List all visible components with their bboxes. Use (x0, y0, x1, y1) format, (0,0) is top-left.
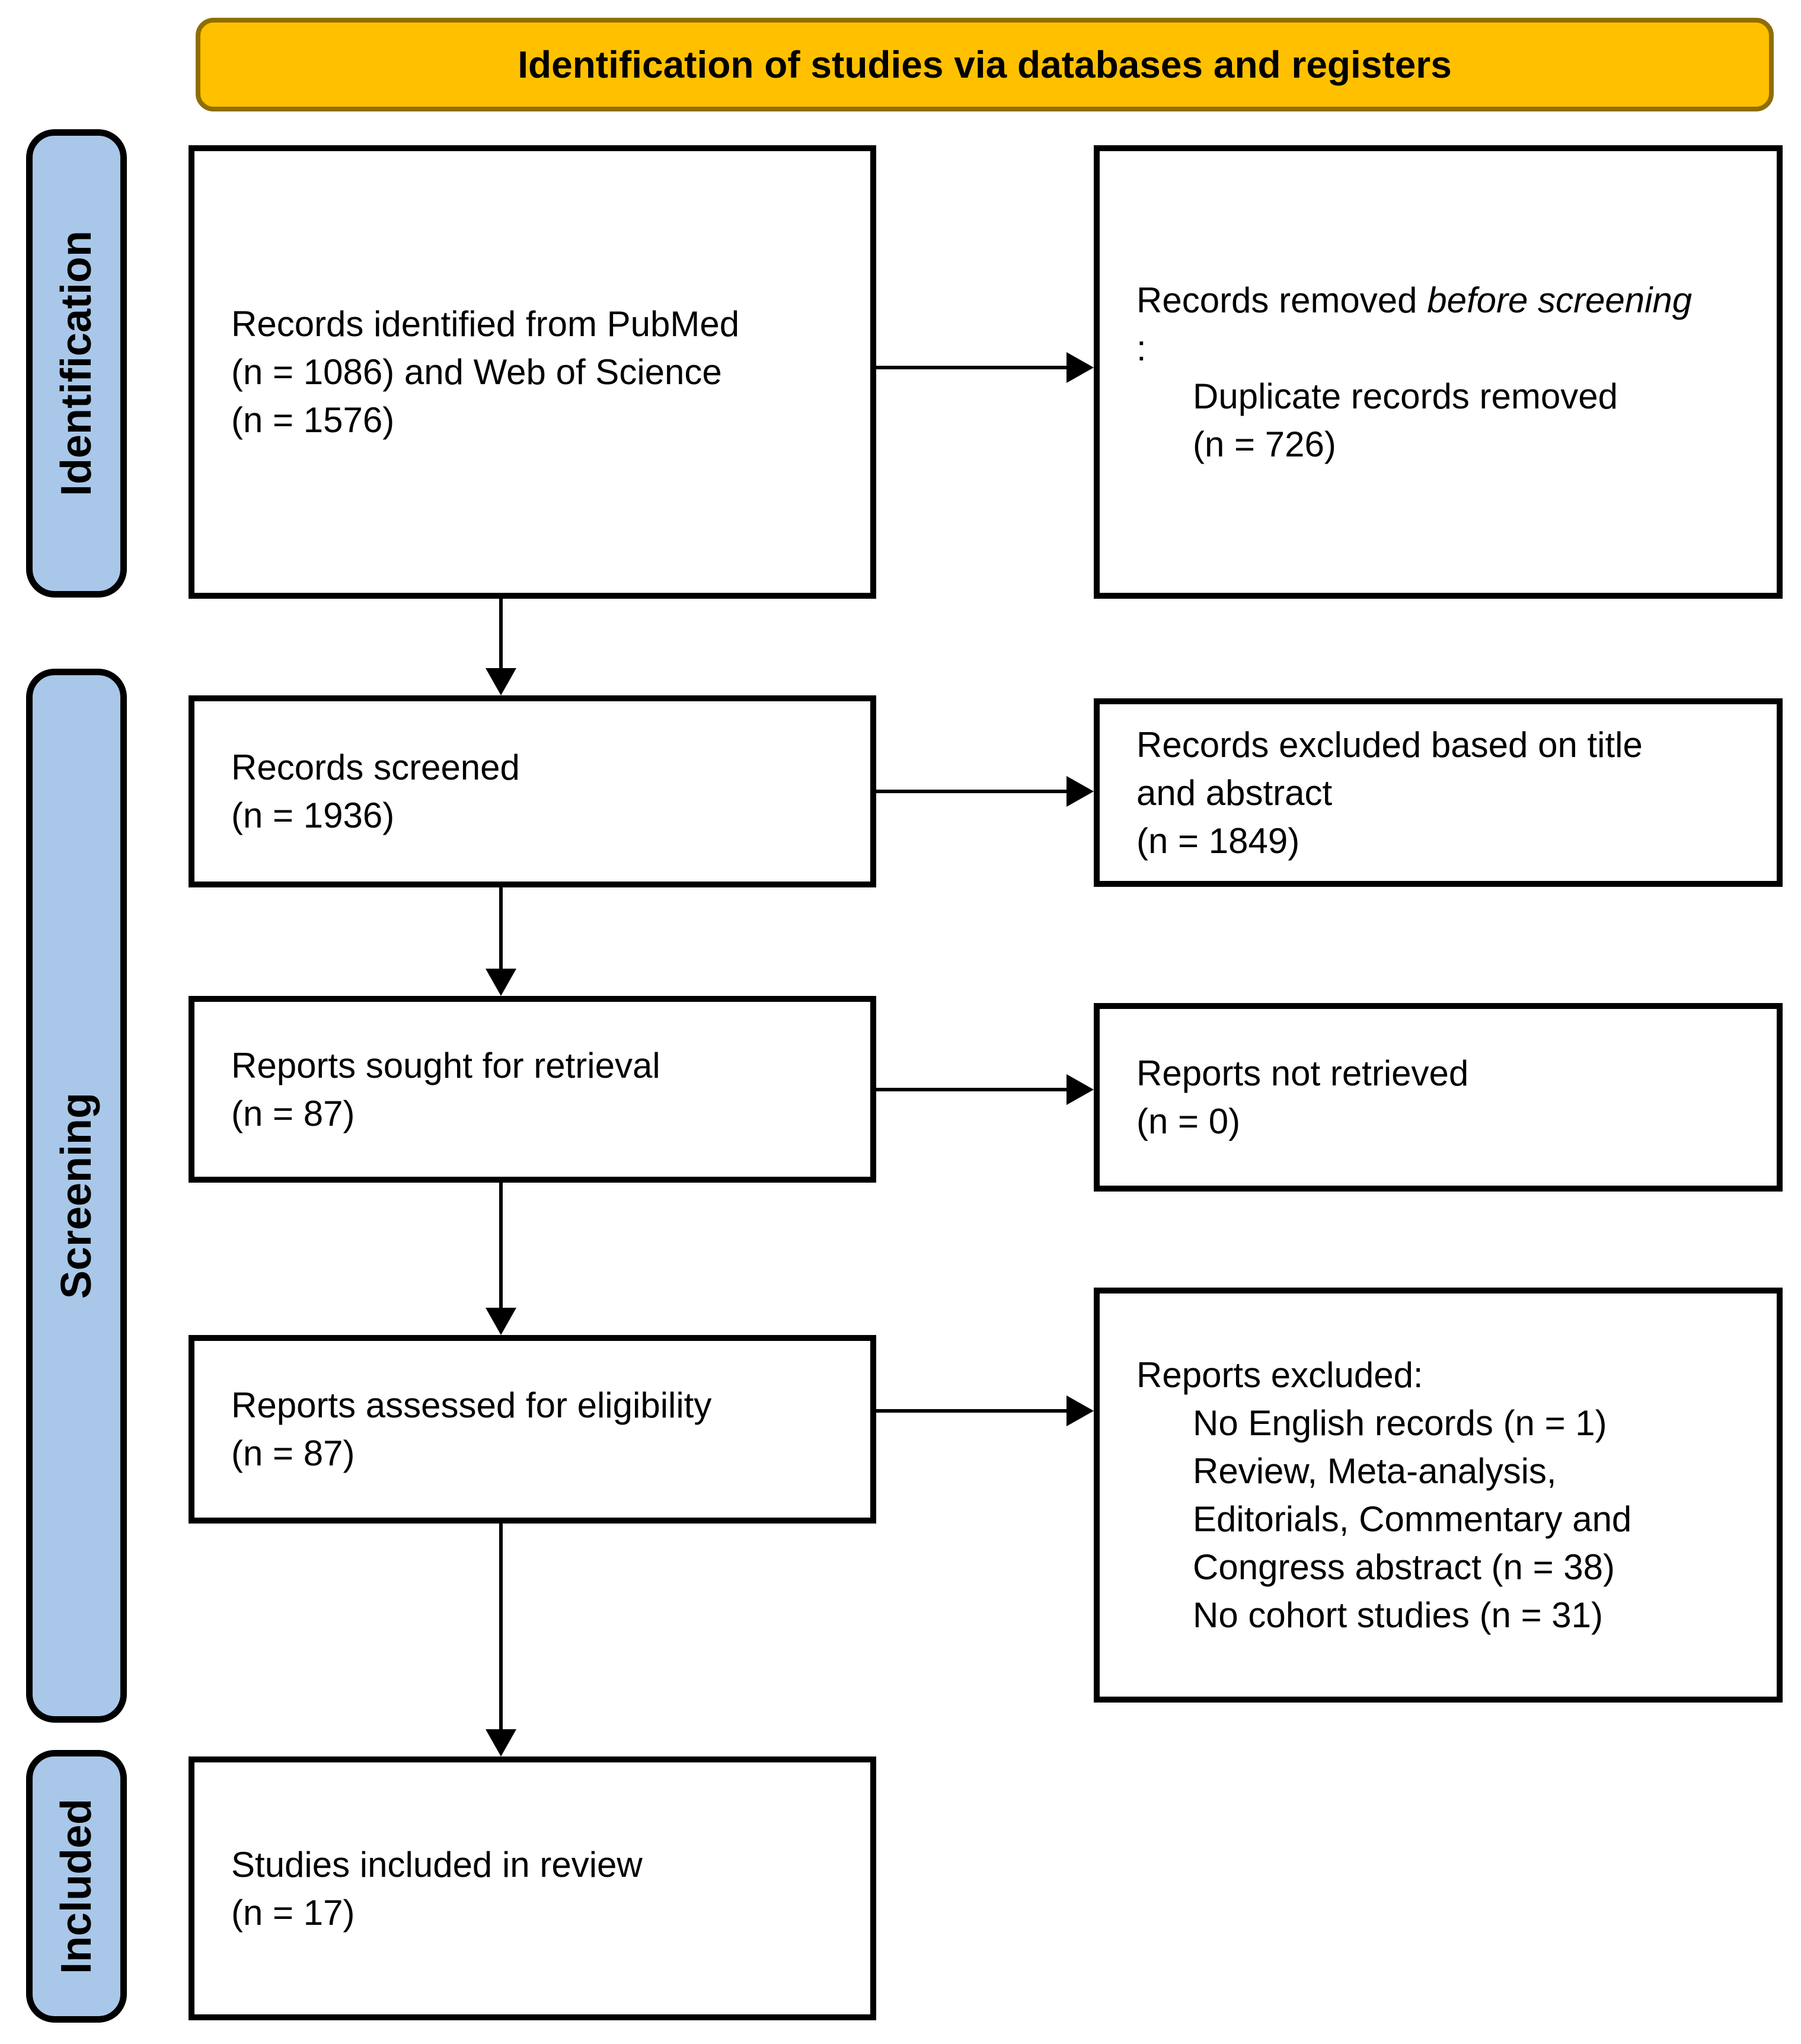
arrow-screened-to-excluded-line (876, 790, 1067, 793)
box-reports-assessed-line2: (n = 87) (231, 1433, 355, 1473)
arrow-screened-to-sought-line (499, 887, 503, 969)
arrow-identified-to-removed-line (876, 366, 1067, 369)
box-reports-excluded-item-5: No cohort studies (n = 31) (1193, 1595, 1604, 1635)
arrow-sought-to-assessed-head (486, 1308, 516, 1335)
box-records-identified-line1: Records identified from PubMed (231, 304, 740, 344)
box-studies-included-line1: Studies included in review (231, 1844, 643, 1885)
stage-label-identification: Identification (26, 129, 127, 598)
box-studies-included: Studies included in review (n = 17) (189, 1756, 876, 2020)
box-records-identified-line3: (n = 1576) (231, 400, 395, 440)
box-reports-excluded-item-1: No English records (n = 1) (1193, 1403, 1607, 1443)
arrow-identified-to-screened-line (499, 599, 503, 669)
box-records-excluded-line3: (n = 1849) (1136, 820, 1300, 861)
box-records-screened-line2: (n = 1936) (231, 796, 395, 835)
box-records-removed-before-screening: Records removed before screening : Dupli… (1094, 145, 1783, 599)
box-records-screened-line1: Records screened (231, 748, 520, 787)
box-reports-excluded-item-4: Congress abstract (n = 38) (1193, 1547, 1615, 1587)
box-reports-excluded-heading: Reports excluded: (1136, 1355, 1423, 1395)
box-reports-sought: Reports sought for retrieval (n = 87) (189, 996, 876, 1183)
box-reports-not-retrieved: Reports not retrieved (n = 0) (1094, 1003, 1783, 1192)
stage-label-included-text: Included (53, 1798, 100, 1974)
box-reports-assessed: Reports assessed for eligibility (n = 87… (189, 1335, 876, 1524)
box-records-removed-item-line1: Duplicate records removed (1193, 376, 1618, 416)
box-reports-sought-line1: Reports sought for retrieval (231, 1045, 660, 1085)
arrow-sought-to-notretrieved-line (876, 1088, 1067, 1091)
box-reports-not-retrieved-line2: (n = 0) (1136, 1101, 1241, 1141)
stage-label-included: Included (26, 1750, 127, 2023)
box-records-removed-heading-line1: Records removed before screening (1136, 280, 1693, 320)
arrow-screened-to-sought-head (486, 969, 516, 996)
box-records-excluded-line1: Records excluded based on title (1136, 724, 1643, 765)
arrow-assessed-to-included-head (486, 1729, 516, 1756)
box-records-identified: Records identified from PubMed (n = 1086… (189, 145, 876, 599)
arrow-screened-to-excluded-head (1066, 776, 1094, 807)
box-reports-excluded-item-3: Editorials, Commentary and (1193, 1499, 1632, 1539)
stage-label-screening: Screening (26, 669, 127, 1723)
arrow-sought-to-notretrieved-head (1066, 1074, 1094, 1105)
arrow-identified-to-removed-head (1066, 352, 1094, 383)
box-reports-assessed-line1: Reports assessed for eligibility (231, 1385, 712, 1425)
box-reports-excluded-item-2: Review, Meta-analysis, (1193, 1451, 1557, 1491)
banner-label: Identification of studies via databases … (518, 43, 1452, 86)
box-reports-excluded: Reports excluded: No English records (n … (1094, 1288, 1783, 1703)
arrow-identified-to-screened-head (486, 668, 516, 695)
stage-label-identification-text: Identification (53, 231, 100, 496)
box-records-removed-item-line2: (n = 726) (1193, 424, 1336, 464)
box-reports-not-retrieved-line1: Reports not retrieved (1136, 1053, 1469, 1093)
box-records-removed-heading-line2: : (1136, 328, 1147, 368)
arrow-assessed-to-included-line (499, 1524, 503, 1730)
italic-before: before screening (1427, 280, 1693, 320)
arrow-assessed-to-excluded-line (876, 1409, 1067, 1413)
box-reports-sought-line2: (n = 87) (231, 1093, 355, 1133)
box-records-screened: Records screened (n = 1936) (189, 695, 876, 887)
box-records-identified-line2: (n = 1086) and Web of Science (231, 352, 722, 392)
arrow-sought-to-assessed-line (499, 1183, 503, 1308)
box-records-excluded-title-abstract: Records excluded based on title and abst… (1094, 698, 1783, 887)
arrow-assessed-to-excluded-head (1066, 1395, 1094, 1426)
stage-label-screening-text: Screening (53, 1092, 100, 1299)
banner-identification-via-databases: Identification of studies via databases … (196, 18, 1774, 111)
box-records-excluded-line2: and abstract (1136, 772, 1333, 813)
box-studies-included-line2: (n = 17) (231, 1892, 355, 1933)
